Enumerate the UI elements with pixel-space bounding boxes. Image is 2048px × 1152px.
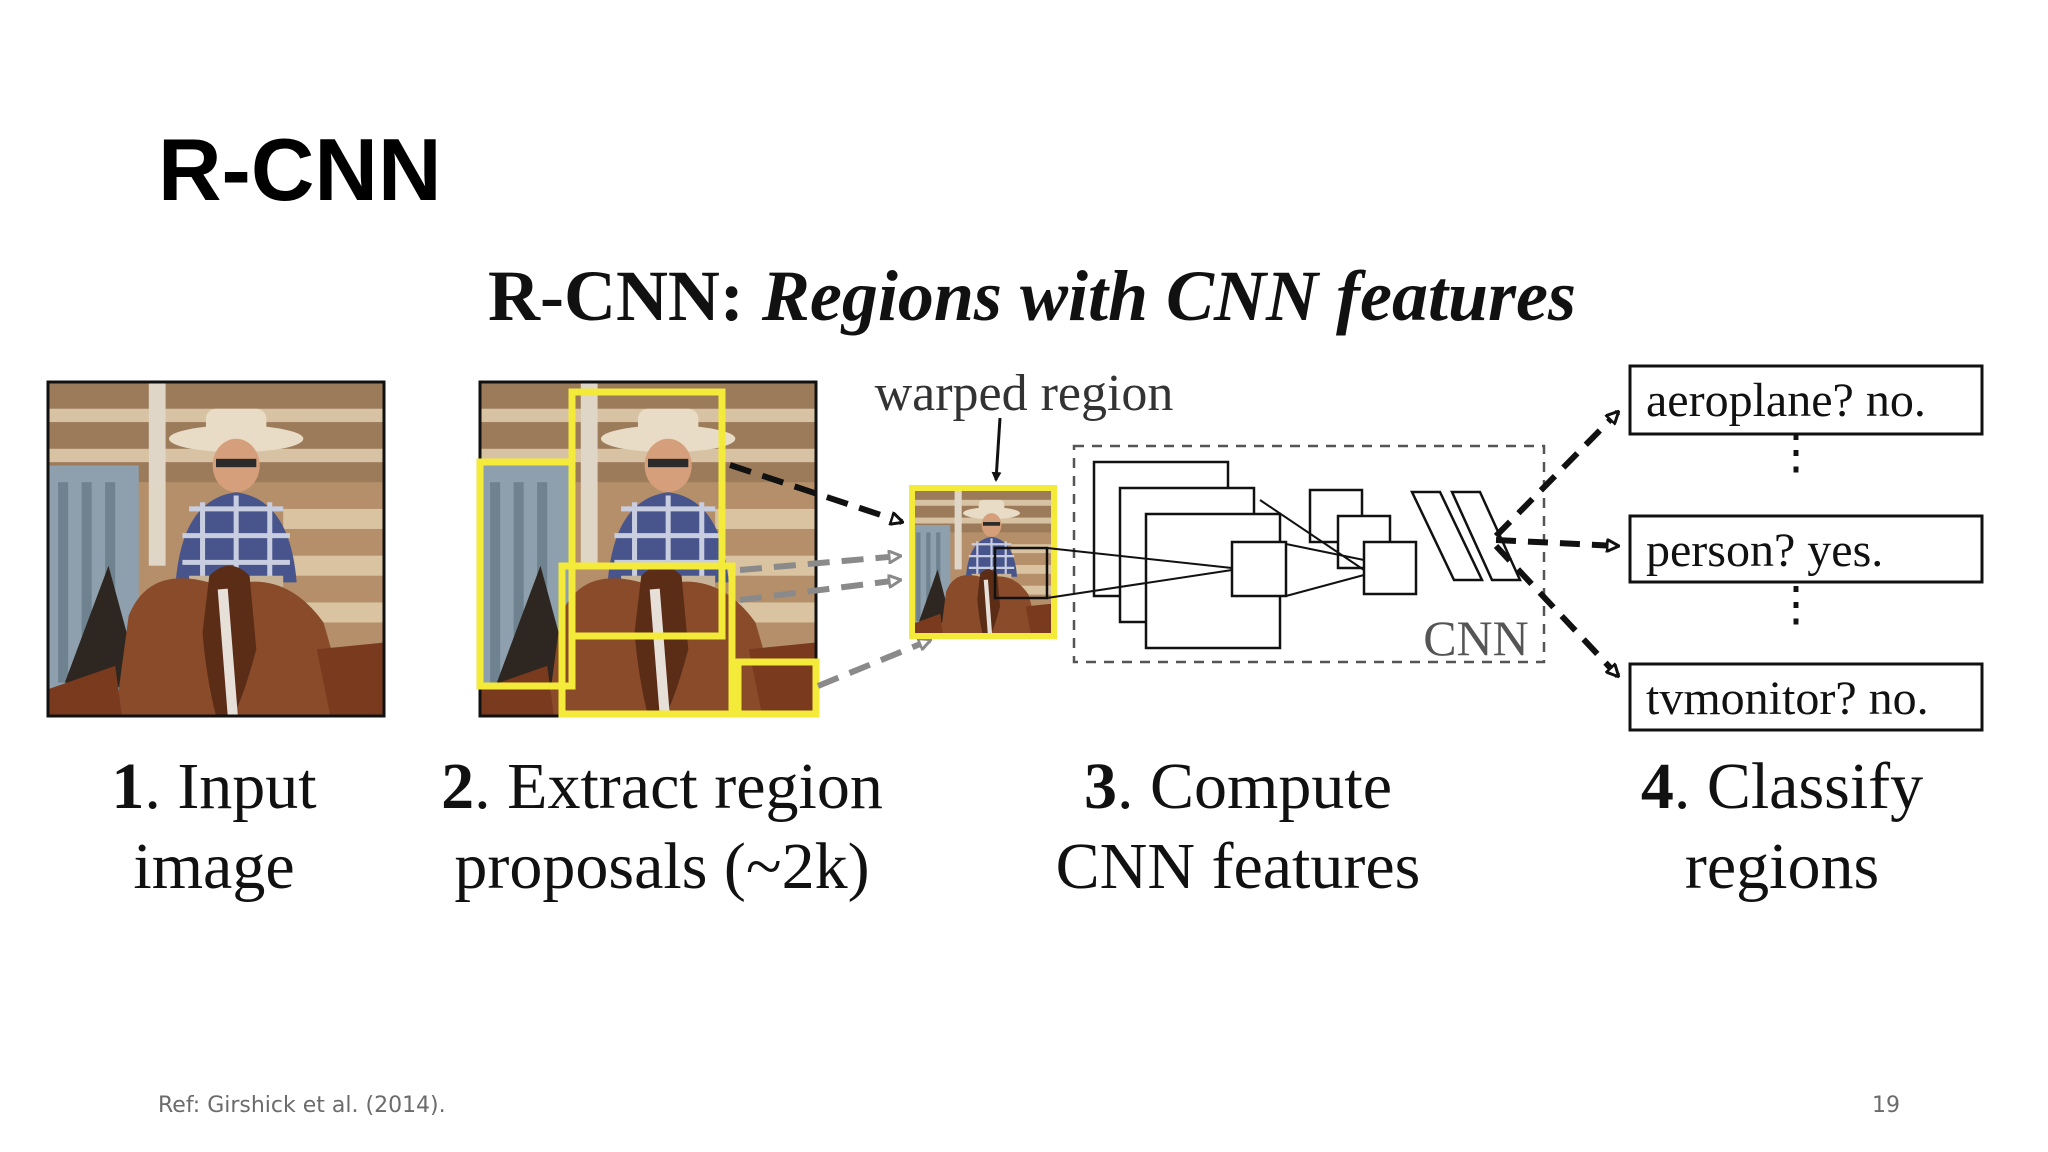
figure-title-italic: Regions with CNN features: [761, 256, 1576, 336]
step-captions: 1. Input image 2. Extract region proposa…: [111, 750, 1923, 903]
step-1-line1: 1. Input: [111, 750, 316, 823]
proposal-arrow-black: [729, 462, 902, 522]
proposal-box-horse: [558, 562, 736, 718]
proposal-arrows: [729, 462, 930, 689]
proposal-arrow-gray-3: [816, 640, 930, 689]
step-4-line2: regions: [1685, 830, 1879, 903]
page-number: 19: [1872, 1093, 1900, 1118]
class-person: person? yes.: [1646, 524, 1883, 577]
ellipsis-icon: ⋮: [1772, 578, 1820, 631]
proposals-image: [478, 380, 818, 718]
step-3-line2: CNN features: [1056, 830, 1421, 903]
step-4-line1: 4. Classify: [1641, 750, 1923, 823]
cnn-block: CNN: [1046, 444, 1546, 666]
class-aeroplane: aeroplane? no.: [1646, 374, 1926, 427]
proposal-arrow-gray-1: [739, 556, 900, 573]
cnn-label: CNN: [1423, 610, 1529, 666]
slide-title: R-CNN: [158, 120, 442, 219]
ellipsis-icon: ⋮: [1772, 426, 1820, 479]
input-image: [46, 380, 386, 718]
class-tvmonitor: tvmonitor? no.: [1646, 672, 1929, 725]
step-2-line1: 2. Extract region: [441, 750, 883, 823]
figure-title-prefix: R-CNN:: [488, 256, 762, 336]
step-3-line1: 3. Compute: [1084, 750, 1392, 823]
step-1-line2: image: [133, 830, 294, 903]
classifier-outputs: aeroplane? no. ⋮ person? yes. ⋮ tvmonito…: [1628, 364, 1984, 732]
proposal-box-left: [476, 458, 576, 690]
figure-title: R-CNN: Regions with CNN features: [488, 256, 1576, 336]
proposal-boxes: [476, 388, 820, 718]
warped-region-pointer: [991, 417, 1002, 482]
reference-text: Ref: Girshick et al. (2014).: [158, 1093, 446, 1118]
cnn-dashed-frame: [1072, 444, 1546, 664]
warped-region-label: warped region: [875, 365, 1174, 422]
warped-region-image: [909, 485, 1057, 639]
proposal-box-corner: [734, 658, 820, 718]
proposal-arrow-gray-2: [739, 580, 900, 603]
step-2-line2: proposals (~2k): [454, 830, 869, 903]
classifier-arrows: [1493, 412, 1618, 676]
